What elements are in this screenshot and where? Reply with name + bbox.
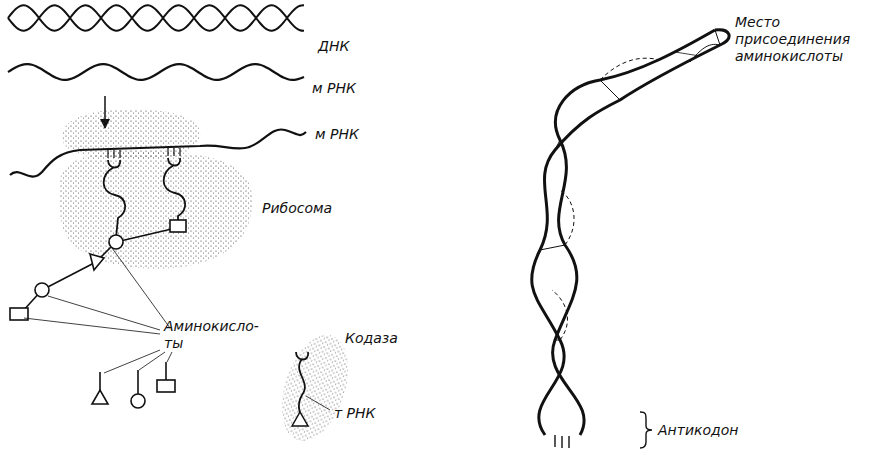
- amino-acids-label: Аминокисло- ты: [164, 318, 264, 352]
- dna-label: ДНК: [318, 38, 378, 55]
- amino-acids: [10, 220, 186, 408]
- codon-ticks: [108, 148, 180, 158]
- trna: [104, 158, 186, 238]
- attachment-site-label: Место присоединения аминокислоты: [735, 14, 865, 65]
- codase-label: Кодаза: [345, 330, 425, 347]
- anticodon-label: Антикодон: [658, 422, 758, 439]
- trna-label: т РНК: [334, 405, 404, 422]
- mrna-strand: [8, 64, 304, 80]
- leader-line: [24, 248, 172, 373]
- dna-helix: [8, 5, 304, 31]
- mrna-strand: [8, 64, 304, 80]
- trna-ribbon: [532, 30, 729, 448]
- mrna-label: м РНК: [312, 80, 382, 97]
- dna-strand: [8, 5, 304, 30]
- dna-strand: [8, 5, 304, 30]
- mrna-strand: [10, 129, 306, 176]
- ribosome-label: Рибосома: [262, 200, 362, 217]
- mrna-label: м РНК: [315, 126, 385, 143]
- ribosome: [60, 110, 253, 269]
